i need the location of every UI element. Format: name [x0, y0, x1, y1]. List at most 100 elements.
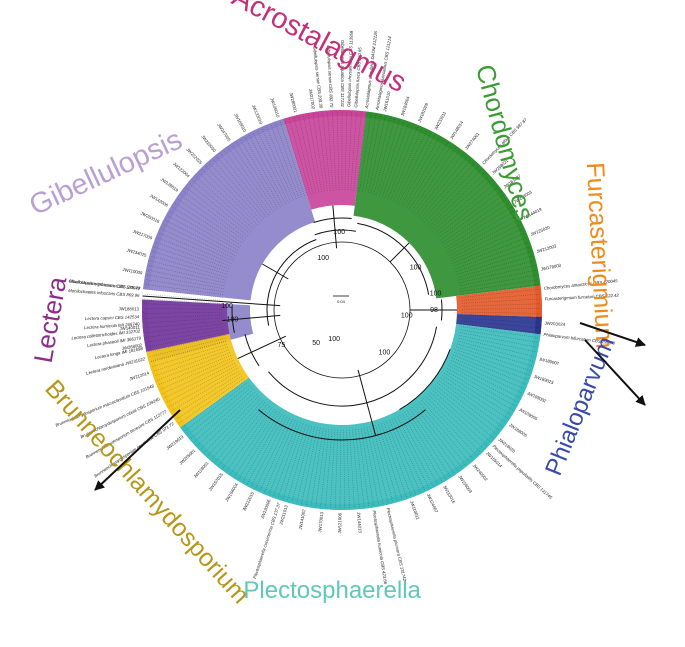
support-value: 100 [328, 336, 340, 343]
tree-branches [142, 205, 457, 441]
tip-label: JW217009 [132, 229, 154, 241]
branch-arc [313, 217, 352, 223]
branch-arc [244, 334, 260, 367]
support-value: 100 [401, 313, 413, 320]
tip-label: JW140011 [119, 324, 140, 331]
branch-radial [389, 242, 410, 263]
tip-label: JW121006 [337, 512, 342, 533]
tip-label: Monilochaetes infuscans CBS 869.96 [68, 288, 140, 298]
tip-label: Plectosphaerella plurivora CBS 131742 [386, 507, 408, 582]
support-value: 100 [379, 349, 391, 356]
branch-arc [266, 239, 317, 326]
tip-label: JW161010 [382, 90, 391, 112]
tip-label: JW109005 [518, 407, 539, 422]
clade-label-furcasterigmium: Furcasterigmium [581, 162, 619, 349]
clade-rim-chordomyces [365, 111, 541, 287]
support-value: 98 [430, 307, 438, 314]
branch-radial [262, 263, 289, 280]
tip-label: JW180007 [538, 356, 560, 366]
tip-label: Gibellulopsis serrae CBS 892.70 [326, 45, 334, 108]
tip-label: Gibellulopsis serrae CBS 290.30 [312, 46, 324, 109]
support-value: 100 [227, 316, 239, 323]
support-value: 100 [317, 255, 329, 262]
branch-radial [332, 205, 338, 249]
tip-label: JW144013 [356, 512, 363, 533]
tip-label: JW133019 [251, 104, 264, 125]
clade-sector-plectosphaerella [180, 324, 541, 510]
tip-label: JW217002 [308, 88, 316, 110]
tip-label: JW184004 [400, 95, 411, 117]
tip-label: JW142006 [149, 193, 170, 208]
tip-label: JW182028 [417, 102, 430, 123]
clade-sector-lectera [142, 299, 230, 352]
tip-label: JW156003 [457, 474, 473, 494]
scale-bar-label: 0.04 [337, 299, 346, 304]
branch-radial [357, 369, 377, 436]
branch-radial [222, 314, 281, 321]
clade-label-phialoparvum: Phialoparvum [540, 333, 620, 479]
branch-radial [237, 335, 287, 360]
tip-label: JW110009 [122, 267, 143, 276]
tip-label: JW194004 [224, 482, 239, 503]
tip-label: Lectera capsici CBS 142534 [85, 314, 140, 321]
tip-label: JW234025 [126, 248, 148, 258]
pointer-arrow [579, 322, 646, 347]
tip-label: JW219019 [165, 434, 185, 451]
tip-label: JW210030 [200, 134, 217, 154]
clade-pointer-arrows [94, 322, 646, 491]
support-value: 50 [312, 340, 320, 347]
tip-label: JW240002 [472, 463, 489, 482]
support-value: 100 [430, 290, 442, 297]
support-value: 100 [221, 303, 233, 310]
clade-sector-acrostalagmus [283, 110, 367, 210]
tip-label: JW268002 [121, 342, 143, 351]
clade-label-plectosphaerella: Plectosphaerella [243, 577, 421, 604]
clade-label-gibellulopsis: Gibellulopsis [25, 124, 188, 222]
tip-label: JW274001 [464, 131, 481, 151]
branch-radial [142, 295, 281, 307]
pointer-arrow [584, 339, 646, 406]
tip-label: JW148014 [449, 120, 465, 141]
tip-label: JW170013 [317, 511, 324, 533]
tip-label: JW265001 [178, 448, 197, 466]
inner-tree-backbone [273, 241, 411, 379]
support-value: 75 [277, 342, 285, 349]
tip-label: JW189023 [533, 374, 555, 386]
tip-label: JW280001 [288, 92, 298, 114]
tip-label: JW222015 [241, 491, 255, 512]
tip-label: Gibellulopsis fusca CBS 260.65 [353, 47, 362, 108]
tip-label: JW110011 [409, 500, 421, 521]
tip-label: JW122004 [172, 161, 191, 179]
tip-label: Gibellulopsis chrysanthemi CBS 113958 [346, 30, 354, 107]
tip-label: JW106010 [269, 97, 280, 119]
clade-rim-lectera [142, 299, 153, 352]
tip-label: JW128019 [160, 177, 180, 193]
clade-fill-sectors [142, 110, 542, 510]
inner-ring [273, 241, 411, 379]
tip-label: JW247005 [216, 122, 232, 142]
branch-arc [258, 409, 426, 441]
tip-label: JW260016 [140, 210, 161, 224]
pointer-arrow [94, 409, 181, 491]
tip-label: Gibellulopsis aquatica CBS 117131 [340, 40, 345, 108]
tip-label: Furcasterigmium furcatum CBS 122.42 [545, 293, 620, 302]
tip-label: JW188002 [526, 391, 547, 404]
branch-arc [399, 349, 451, 411]
tip-label: JW109010 [233, 112, 248, 133]
tip-label: Plectosphaerella cucumerina CBS 137.37 [252, 502, 282, 580]
tip-label: JW125020 [530, 224, 552, 236]
clade-rim-brunneochlamydosporium [146, 350, 186, 428]
scale-bar: 0.04 [333, 295, 349, 304]
tip-label: JW178003 [540, 263, 562, 272]
outgroup-gap [142, 289, 283, 307]
tip-label: JW124007 [426, 493, 439, 514]
clade-rim-phialoparvum [534, 316, 542, 335]
tip-label: JW188013 [118, 306, 139, 311]
clade-label-lectera: Lectera [28, 274, 73, 365]
tip-label: JW118001 [193, 460, 211, 479]
support-value: 100 [410, 264, 422, 271]
tip-label: JW120006 [260, 498, 272, 520]
tip-label: JW222025 [185, 147, 203, 166]
